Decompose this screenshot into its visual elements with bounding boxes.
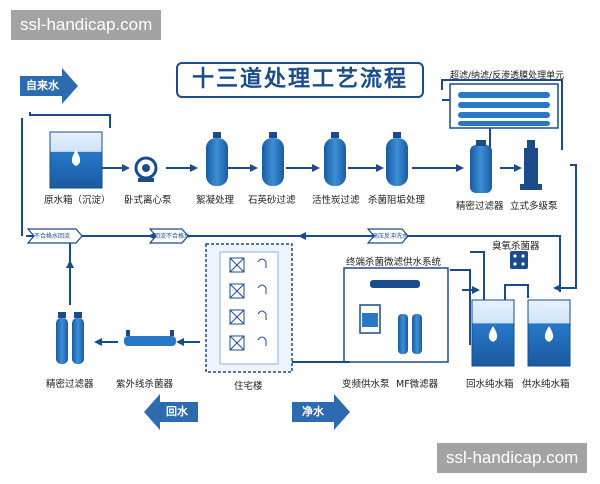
carbon-label: 活性炭过滤 — [312, 195, 360, 206]
pipe-tag-1-label: 不合格水回流 — [34, 233, 71, 240]
pipe-tag-2-label: 回流不合格水 — [154, 233, 191, 240]
watermark-top: ssl-handicap.com — [11, 10, 162, 40]
supply-tank-label: 供水纯水箱 — [522, 379, 570, 390]
coagulation-label: 絮凝处理 — [196, 195, 235, 206]
return-water-tank — [471, 299, 515, 367]
scale-inhibit-tank — [386, 132, 408, 186]
scale-inhibit-label: 杀菌阻垢处理 — [368, 195, 426, 206]
coagulation-tank — [206, 132, 228, 186]
pipe-tag-3 — [366, 228, 409, 244]
precision-filter-top — [470, 140, 492, 193]
terminal-system-label: 终端杀菌微滤供水系统 — [346, 257, 442, 268]
ozone-label: 臭氧杀菌器 — [492, 241, 540, 252]
multistage-pump — [520, 140, 542, 190]
terminal-system-frame — [343, 267, 449, 363]
membrane-unit-title: 超滤/纳滤/反渗透膜处理单元 — [450, 71, 565, 81]
inlet-label: 自来水 — [26, 79, 59, 92]
carbon-filter-tank — [324, 132, 346, 186]
return-water-label: 回水 — [166, 405, 188, 418]
return-water-arrow — [144, 394, 198, 430]
mf-filter-label: MF微滤器 — [396, 379, 439, 390]
uv-label: 紫外线杀菌器 — [116, 379, 174, 390]
diagram-title: 十三道处理工艺流程 — [176, 62, 424, 98]
precision-filter-bottom — [56, 312, 84, 364]
raw-water-tank — [49, 131, 103, 189]
raw-tank-label: 原水箱（沉淀） — [44, 195, 111, 206]
quartz-label: 石英砂过滤 — [248, 195, 296, 206]
uv-sterilizer — [124, 330, 176, 346]
watermark-bottom: ssl-handicap.com — [437, 443, 588, 473]
pipe-tag-3-label: 高压反冲洗水 — [372, 233, 409, 240]
clean-water-label: 净水 — [302, 405, 324, 418]
inlet-pipe — [29, 112, 111, 128]
vfd-pump-label: 变频供水泵 — [342, 379, 390, 390]
inlet-arrow — [20, 68, 78, 104]
pipes — [21, 79, 577, 366]
multistage-pump-label: 立式多级泵 — [510, 201, 558, 212]
pump-label: 卧式离心泵 — [124, 195, 172, 206]
precision-filter-bottom-label: 精密过滤器 — [46, 379, 94, 390]
supply-water-tank — [527, 299, 571, 367]
clean-water-arrow — [292, 394, 350, 430]
building-label: 住宅楼 — [234, 381, 263, 392]
residential-building — [205, 243, 293, 373]
membrane-unit — [449, 83, 559, 129]
ozone-generator — [510, 251, 528, 269]
pipe-tag-1 — [26, 228, 83, 244]
pipe-tag-2 — [148, 228, 189, 244]
centrifugal-pump — [134, 156, 158, 182]
quartz-filter-tank — [262, 132, 284, 186]
precision-filter-top-label: 精密过滤器 — [456, 201, 504, 212]
return-tank-label: 回水纯水箱 — [466, 379, 514, 390]
